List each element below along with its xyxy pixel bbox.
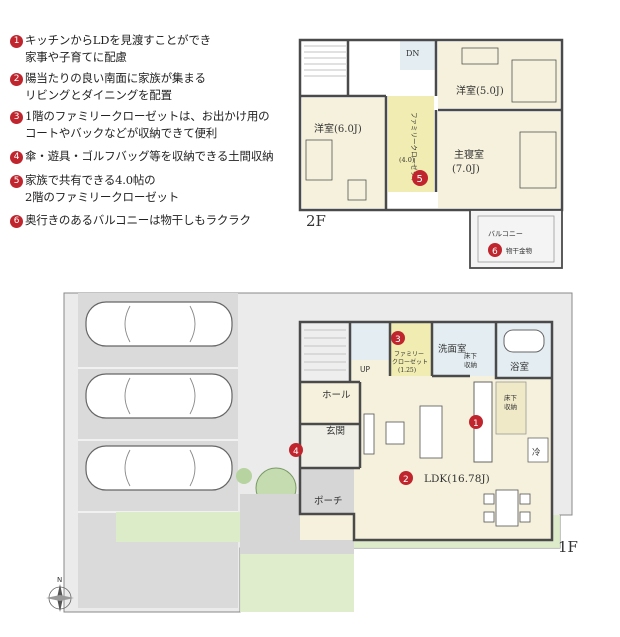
washroom-label: 洗面室 — [438, 343, 467, 355]
hall-label: ホール — [322, 390, 351, 401]
closet-1f-label-1: ファミリー — [394, 351, 424, 358]
marker-1-1f-num: 1 — [473, 419, 479, 429]
tv-board — [363, 413, 375, 455]
dining-table — [495, 489, 519, 527]
family-closet-1f — [390, 322, 432, 376]
porch-label: ポーチ — [314, 496, 343, 507]
marker-6-2f — [488, 243, 502, 257]
feature-5-line-2: 2階のファミリークローゼット — [25, 190, 180, 204]
marker-3: 3 — [10, 111, 23, 124]
feature-2-line-2: リビングとダイニングを配置 — [25, 88, 172, 102]
closet-2f-size: (4.0) — [399, 156, 415, 164]
marker-6-2f-num: 6 — [492, 247, 498, 257]
floor-storage-a-label-1: 床下 — [464, 351, 478, 360]
marker-5-2f-num: 5 — [417, 174, 423, 185]
floor-storage-a-label-2: 収納 — [464, 360, 477, 369]
entrance — [300, 424, 360, 468]
compass-icon: N — [46, 576, 74, 612]
toilet-1f — [350, 322, 390, 360]
feature-3-line-2: コートやバックなどが収納できて便利 — [25, 126, 218, 140]
master-label-2: (7.0J) — [452, 164, 480, 175]
marker-5-2f — [412, 170, 428, 186]
washroom — [432, 322, 496, 376]
marker-5: 5 — [10, 175, 23, 188]
toilet-2f — [400, 40, 436, 70]
western-room-a — [438, 42, 560, 108]
closet-2f-label: ファミリークローゼット — [410, 112, 419, 184]
marker-2-1f-num: 2 — [403, 475, 409, 485]
master-bedroom — [438, 112, 560, 208]
sofa — [419, 405, 443, 459]
fridge-label: 冷 — [532, 447, 541, 458]
feature-1-line-1: キッチンからLDを見渡すことができ — [25, 33, 211, 47]
marker-4-1f-num: 4 — [293, 447, 299, 457]
marker-2: 2 — [10, 73, 23, 86]
floor-storage-b-label-1: 床下 — [504, 393, 518, 402]
car-2 — [85, 373, 233, 419]
marker-4: 4 — [10, 151, 23, 164]
marker-6: 6 — [10, 215, 23, 228]
hanger-label: 物干金物 — [506, 246, 533, 255]
feature-6-line-1: 奥行きのあるバルコニーは物干しもラクラク — [25, 213, 251, 227]
grass-strip — [116, 512, 240, 542]
up-label: UP — [360, 365, 370, 374]
floor-1f-label: 1F — [558, 538, 578, 556]
shrub — [236, 468, 252, 484]
floor-2f-label: 2F — [306, 212, 326, 230]
marker-2-1f — [399, 471, 413, 485]
bathtub — [503, 329, 545, 353]
marker-1: 1 — [10, 35, 23, 48]
porch — [300, 468, 354, 514]
feature-2-line-1: 陽当たりの良い南面に家族が集まる — [25, 71, 206, 85]
fridge — [527, 437, 549, 463]
second-floor: DN 洋室(5.0J) 洋室(6.0J) 主寝室 (7.0J) ファミリークロー… — [298, 38, 564, 269]
feature-4-line-1: 傘・遊具・ゴルフバッグ等を収納できる土間収納 — [25, 149, 274, 163]
bathroom-label: 浴室 — [510, 361, 529, 373]
entrance-label: 玄関 — [326, 425, 345, 437]
balcony — [469, 209, 563, 269]
marker-4-1f — [289, 443, 303, 457]
balcony-label: バルコニー — [488, 230, 523, 238]
marker-1-1f — [469, 415, 483, 429]
closet-1f-label-2: クローゼット — [392, 358, 428, 366]
ldk-label: LDK(16.78J) — [424, 473, 490, 485]
western-room-b — [302, 98, 386, 208]
floor-storage-b-label-2: 収納 — [504, 402, 517, 411]
hall — [320, 382, 360, 424]
coffee-table — [385, 421, 405, 445]
marker-3-1f — [391, 331, 405, 345]
dn-label: DN — [406, 49, 419, 58]
marker-3-1f-num: 3 — [395, 335, 401, 345]
feature-3-line-1: 1階のファミリークローゼットは、お出かけ用の — [25, 109, 270, 123]
western-a-label: 洋室(5.0J) — [456, 84, 504, 97]
feature-1-line-2: 家事や子育てに配慮 — [25, 50, 127, 64]
floor-storage-b — [495, 381, 527, 435]
car-1 — [85, 301, 233, 347]
car-3 — [85, 445, 233, 491]
first-floor-site: UP ファミリー クローゼット (1.25) 洗面室 浴室 床下 収納 床下 収… — [46, 292, 578, 613]
closet-1f-size: (1.25) — [398, 367, 416, 374]
western-b-label: 洋室(6.0J) — [314, 122, 362, 135]
feature-5-line-1: 家族で共有できる4.0帖の — [25, 173, 156, 187]
master-label-1: 主寝室 — [454, 148, 484, 161]
stair-1f — [300, 322, 350, 382]
compass-n: N — [57, 576, 62, 584]
